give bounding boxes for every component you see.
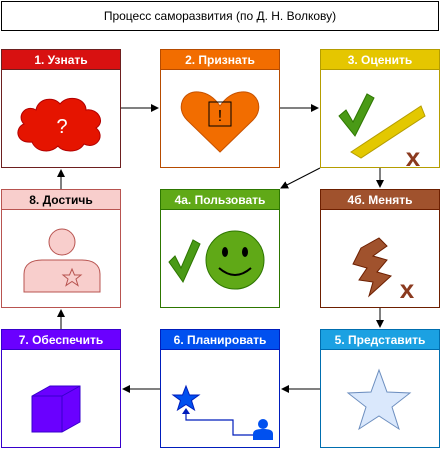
step-8-achieve[interactable]: 8. Достичь <box>1 189 121 308</box>
exclamation-heart-icon: ! <box>180 91 260 153</box>
step-5-imagine[interactable]: 5. Представить <box>320 329 440 448</box>
step-3-label: 3. Оценить <box>321 50 439 70</box>
user-icon <box>258 419 268 429</box>
step-1-label: 1. Узнать <box>2 50 120 70</box>
step-3-evaluate[interactable]: 3. Оценить x <box>320 49 440 168</box>
cube-icon <box>31 385 81 433</box>
step-4b-label: 4б. Менять <box>321 190 439 210</box>
route-line <box>185 412 255 436</box>
path-plan-icon <box>171 384 273 440</box>
step-8-label: 8. Достичь <box>2 190 120 210</box>
smiley-face-icon <box>205 230 265 290</box>
check-mark-icon <box>338 93 375 137</box>
star-icon <box>346 368 412 431</box>
check-smiley-icon <box>168 230 265 290</box>
check-mark-icon <box>168 239 201 284</box>
cross-mark-4b: x <box>400 274 415 304</box>
step-7-provide[interactable]: 7. Обеспечить <box>1 329 121 448</box>
lightning-break-icon <box>352 237 393 298</box>
broken-shape-icon: x <box>352 237 415 304</box>
step-2-acknowledge[interactable]: 2. Признать ! <box>160 49 280 168</box>
step-2-label: 2. Признать <box>161 50 279 70</box>
cross-mark-3: x <box>406 142 421 167</box>
step-6-plan[interactable]: 6. Планировать <box>160 329 280 448</box>
arrow-3-to-4a <box>280 167 321 189</box>
step-1-learn[interactable]: 1. Узнать ? <box>1 49 121 168</box>
question-mark: ? <box>56 116 67 138</box>
step-6-label: 6. Планировать <box>161 330 279 350</box>
target-star-icon <box>171 384 201 412</box>
person-with-star-icon <box>23 228 101 293</box>
step-7-label: 7. Обеспечить <box>2 330 120 350</box>
question-cloud-icon: ? <box>17 97 101 152</box>
check-scale-icon: x <box>338 93 426 167</box>
small-star-icon <box>61 267 83 287</box>
step-4b-change[interactable]: 4б. Менять x <box>320 189 440 308</box>
step-4a-label: 4а. Пользовать <box>161 190 279 210</box>
ruler-icon <box>350 105 426 159</box>
diagram-title: Процесс саморазвития (по Д. Н. Волкову) <box>1 1 439 31</box>
step-4a-use[interactable]: 4а. Пользовать <box>160 189 280 308</box>
step-5-label: 5. Представить <box>321 330 439 350</box>
exclamation-mark: ! <box>218 108 222 125</box>
